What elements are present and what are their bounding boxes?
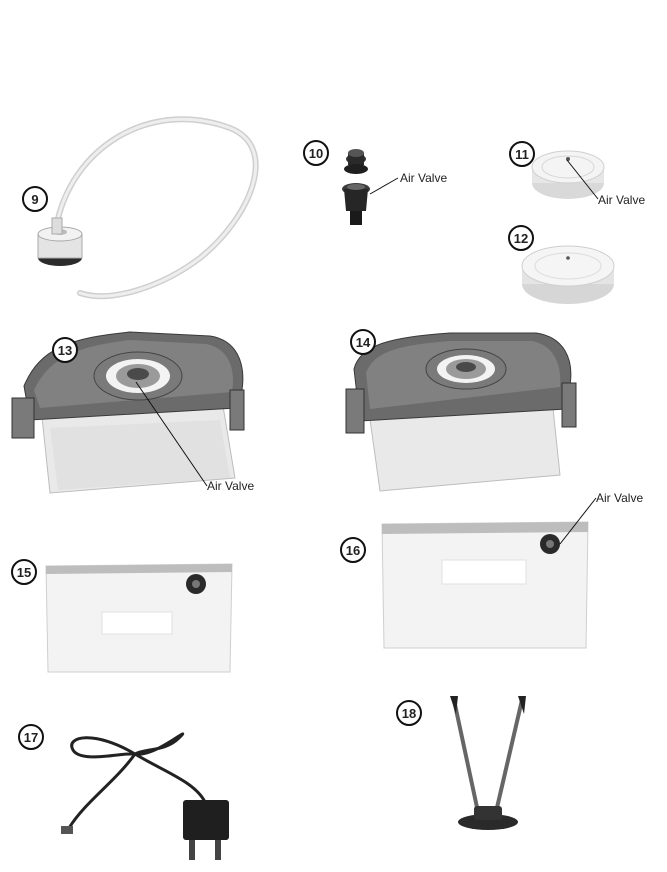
item-number-18: 18 xyxy=(396,700,422,726)
item-number-11: 11 xyxy=(509,141,535,167)
hose-connector-image xyxy=(37,116,259,299)
vacuum-container-14-image xyxy=(345,332,577,492)
valve-cap-11-image xyxy=(531,150,605,199)
item-number-13: 13 xyxy=(52,337,78,363)
item-number-14: 14 xyxy=(350,329,376,355)
vacuum-bag-16-image xyxy=(381,521,589,649)
item-number-12: 12 xyxy=(508,225,534,251)
valve-plugs-image xyxy=(342,149,370,225)
air-valve-label-13: Air Valve xyxy=(207,479,255,493)
item-number-16: 16 xyxy=(340,537,366,563)
vacuum-container-13-image xyxy=(11,331,245,494)
item-number-10: 10 xyxy=(303,140,329,166)
air-valve-label-11: Air Valve xyxy=(598,193,646,207)
vacuum-bag-15-image xyxy=(45,563,233,673)
air-valve-label-16: Air Valve xyxy=(596,491,644,505)
valve-cap-12-image xyxy=(521,245,615,304)
item-number-15: 15 xyxy=(11,559,37,585)
bag-holder-stand-image xyxy=(450,696,526,830)
usb-charger-cable-image xyxy=(61,732,229,860)
item-number-17: 17 xyxy=(18,724,44,750)
air-valve-label-10: Air Valve xyxy=(400,171,448,185)
item-number-9: 9 xyxy=(22,186,48,212)
